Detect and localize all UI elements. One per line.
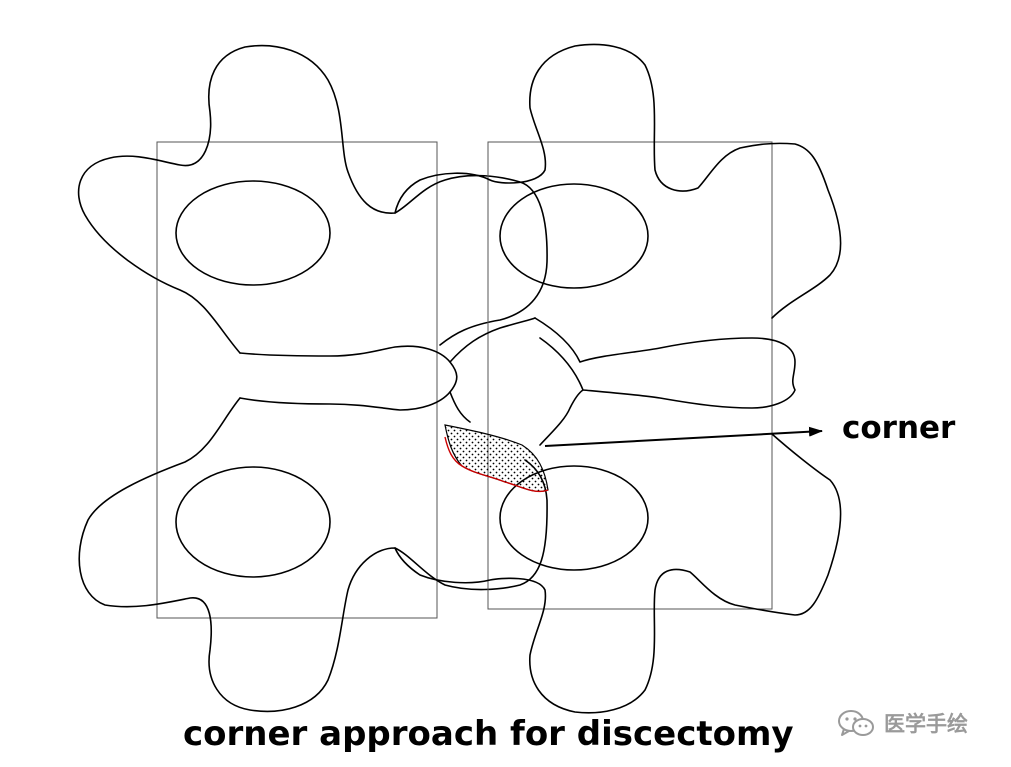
right-vertebral-frame: [487, 141, 773, 610]
resected-corner: [444, 424, 549, 493]
right-vertebra: [394, 43, 842, 714]
left-vertebra-lower-outline: [78, 397, 548, 713]
left-vertebra: [77, 44, 548, 713]
left-vertebral-frame: [156, 141, 438, 619]
resected-corner-fill: [444, 424, 549, 493]
right-lower-pedicle: [499, 465, 649, 571]
left-disc-space: [239, 345, 458, 411]
resected-corner-cut-edge: [444, 436, 549, 493]
right-disc-corner-edge: [449, 317, 584, 446]
watermark-text: 医学手绘: [884, 712, 968, 736]
watermark: 医学手绘: [836, 708, 968, 738]
right-vertebra-upper-outline: [394, 43, 842, 409]
diagram-caption: corner approach for discectomy: [183, 714, 794, 754]
corner-arrow: [544, 426, 823, 447]
corner-label: corner: [842, 410, 956, 446]
right-upper-pedicle: [499, 183, 649, 289]
left-vertebra-upper-outline: [77, 44, 548, 354]
left-lower-pedicle: [175, 466, 331, 578]
wechat-icon: [838, 710, 874, 736]
left-upper-pedicle: [175, 180, 331, 286]
right-vertebra-lower-outline: [394, 433, 842, 714]
